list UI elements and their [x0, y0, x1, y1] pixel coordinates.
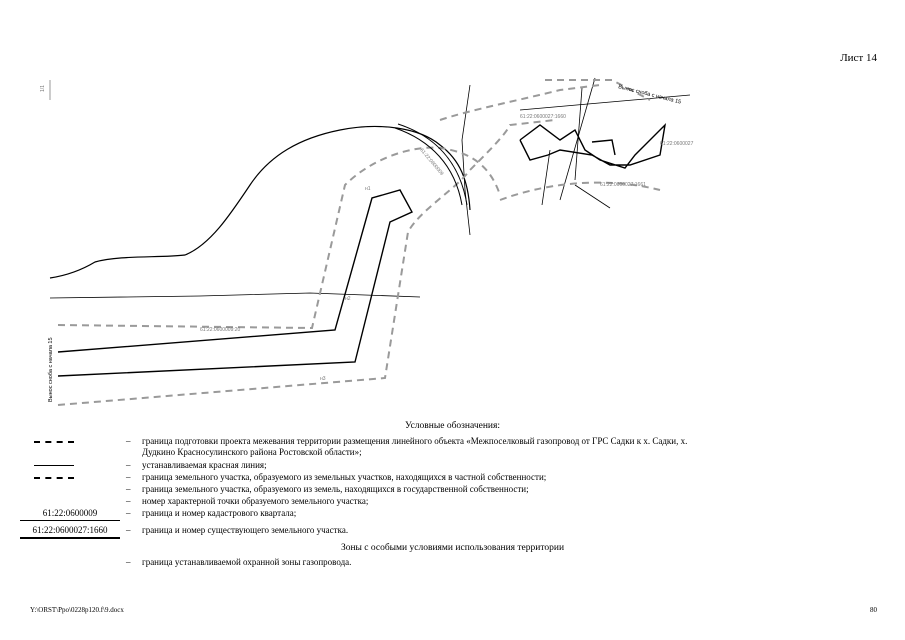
svg-text:1/1: 1/1	[40, 85, 46, 92]
dashed-boundary-symbol	[34, 441, 74, 443]
existing-plot-symbol: 61:22:0600027:1660	[20, 525, 120, 539]
cadastral-quarter-symbol: 61:22:0600009	[20, 508, 120, 521]
svg-text:61:22:0600009: 61:22:0600009	[418, 147, 444, 177]
road-label-right: Вынос сноба с начала 15	[618, 84, 682, 105]
file-path: Y:\ORST\Ppo\0228p120.f\9.docx	[30, 606, 124, 614]
north-arrow-icon: 1/1	[40, 80, 51, 100]
road-label-left: Вынос сноба с начала 15	[48, 337, 54, 402]
svg-text:61:22:0600009:20: 61:22:0600009:20	[200, 327, 241, 333]
map-drawing: 1/1 61:22:0600009:20 61:22:0600009 61:22…	[40, 77, 694, 406]
red-line-boundary	[49, 125, 471, 279]
svg-text:61:22:0600027:1660: 61:22:0600027:1660	[520, 114, 566, 120]
svg-text:н2: н2	[345, 296, 351, 302]
private-plot-symbol	[34, 477, 74, 479]
red-line-symbol	[34, 465, 74, 466]
sheet-number: Лист 14	[840, 52, 877, 64]
svg-text:61:22:0600027:1661: 61:22:0600027:1661	[600, 182, 646, 188]
page-number: 80	[870, 606, 877, 614]
project-boundary-dashed	[57, 79, 661, 406]
zones-title: Зоны с особыми условиями использования т…	[340, 543, 565, 553]
svg-text:61:22:0600027: 61:22:0600027	[660, 141, 694, 147]
gas-pipeline	[394, 123, 468, 206]
legend-title: Условные обозначения:	[404, 421, 500, 431]
road-lines	[49, 77, 691, 299]
cadastral-labels: 61:22:0600009:20 61:22:0600009 61:22:060…	[200, 114, 694, 382]
svg-text:н1: н1	[365, 186, 371, 192]
svg-text:н3: н3	[320, 376, 326, 382]
land-plot-private	[57, 122, 667, 377]
